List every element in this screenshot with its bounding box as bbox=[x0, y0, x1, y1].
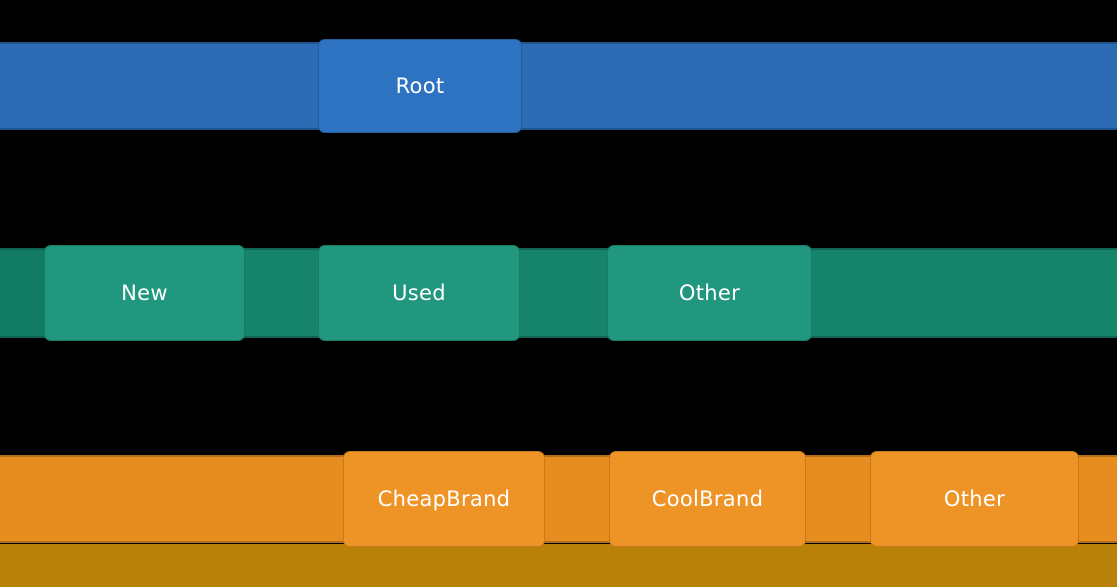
node-other-brand-label: Other bbox=[943, 487, 1006, 511]
node-cheapbrand[interactable]: CheapBrand bbox=[343, 451, 545, 547]
node-coolbrand[interactable]: CoolBrand bbox=[609, 451, 806, 547]
node-other-category[interactable]: Other bbox=[607, 245, 812, 341]
node-new[interactable]: New bbox=[44, 245, 245, 341]
node-coolbrand-label: CoolBrand bbox=[651, 487, 764, 511]
node-other-brand[interactable]: Other bbox=[870, 451, 1079, 547]
level-0-bar bbox=[0, 42, 1117, 130]
node-root-label: Root bbox=[395, 74, 445, 98]
next-level-strip bbox=[0, 544, 1117, 587]
node-other-category-label: Other bbox=[678, 281, 741, 305]
node-used-label: Used bbox=[392, 281, 446, 305]
node-new-label: New bbox=[121, 281, 168, 305]
node-cheapbrand-label: CheapBrand bbox=[377, 487, 511, 511]
level-1-bar-left-segment bbox=[0, 248, 44, 338]
node-used[interactable]: Used bbox=[318, 245, 520, 341]
node-root[interactable]: Root bbox=[318, 39, 522, 133]
